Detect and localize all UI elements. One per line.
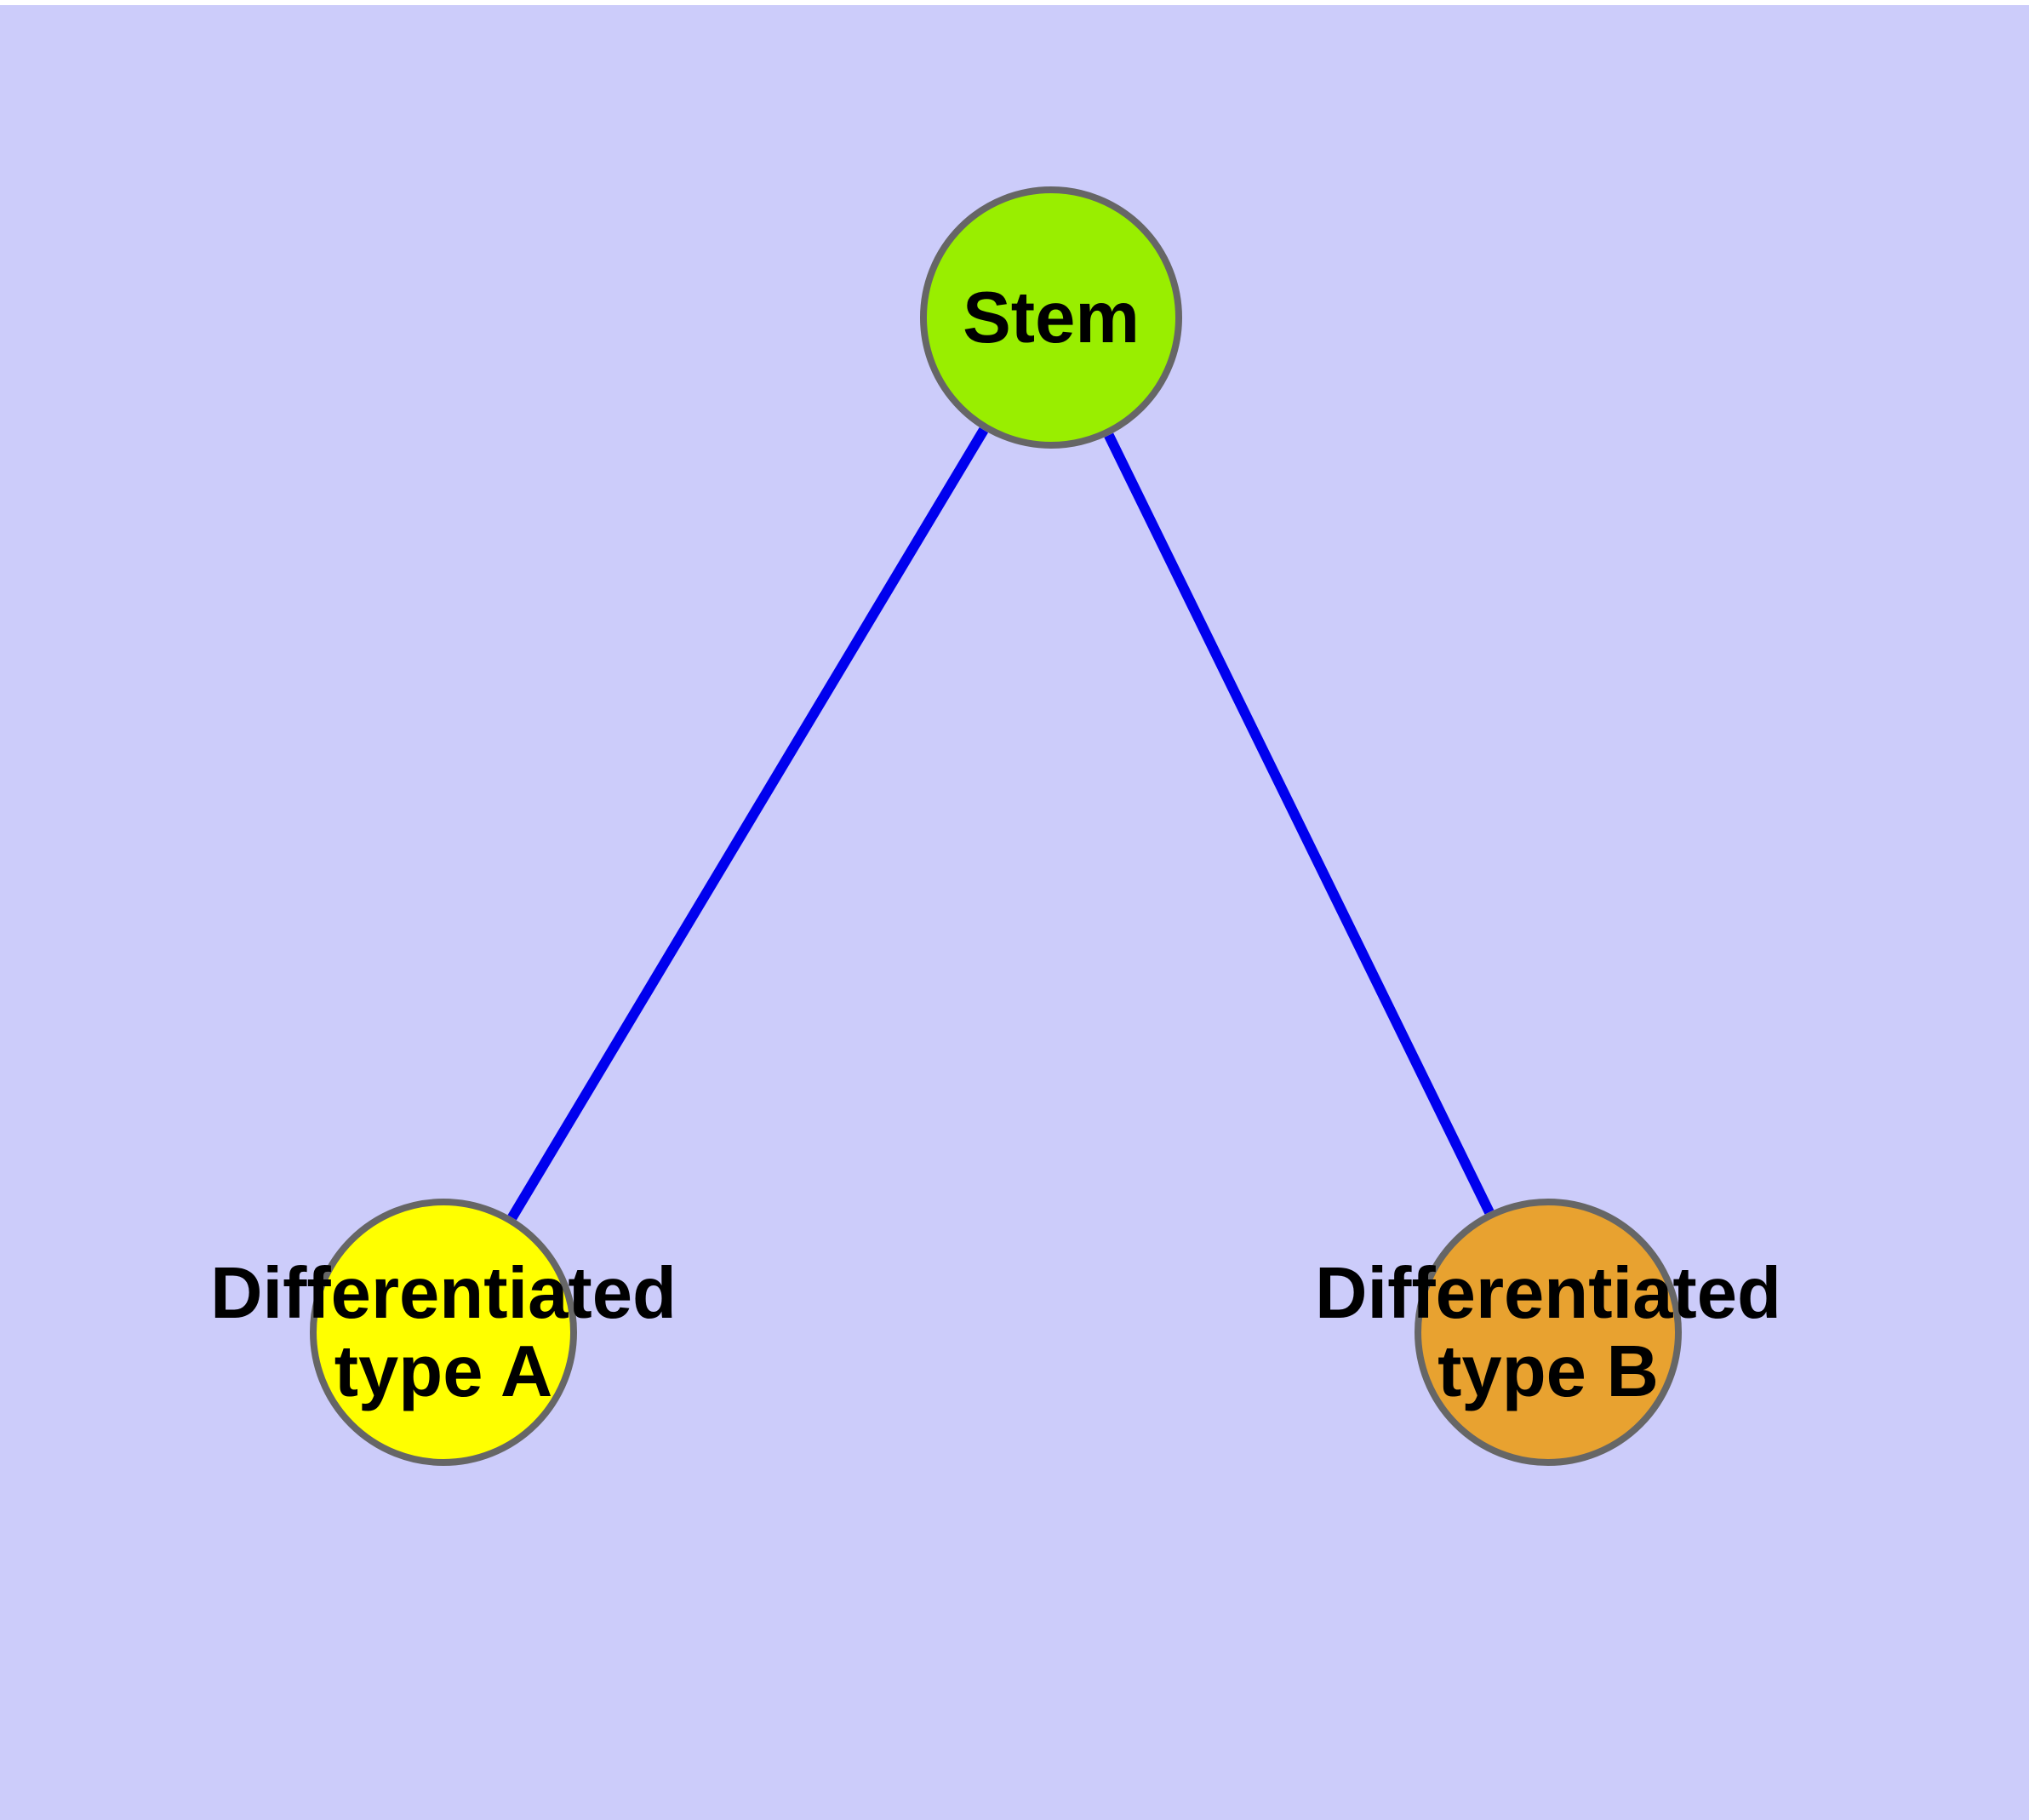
node-label-stem: Stem — [963, 278, 1140, 358]
labels-layer: Stem Differentiated type A Differentiate… — [210, 278, 1781, 1412]
node-label-b-line-2: type B — [1437, 1331, 1659, 1412]
node-label-a-line-1: Differentiated — [210, 1253, 677, 1334]
node-stem[interactable] — [920, 186, 1182, 449]
nodes-layer — [310, 186, 1682, 1466]
node-differentiated-type-a[interactable] — [310, 1199, 577, 1466]
node-label-a-line-2: type A — [334, 1331, 553, 1412]
node-label-differentiated-type-b: Differentiated type B — [1315, 1253, 1781, 1412]
edges-layer — [507, 427, 1495, 1221]
edge-stem-to-differentiated-a[interactable] — [507, 427, 989, 1221]
node-label-b-line-1: Differentiated — [1315, 1253, 1781, 1334]
node-label-differentiated-type-a: Differentiated type A — [210, 1253, 677, 1412]
node-differentiated-type-b[interactable] — [1415, 1199, 1682, 1466]
edge-stem-to-differentiated-b[interactable] — [1104, 432, 1495, 1215]
